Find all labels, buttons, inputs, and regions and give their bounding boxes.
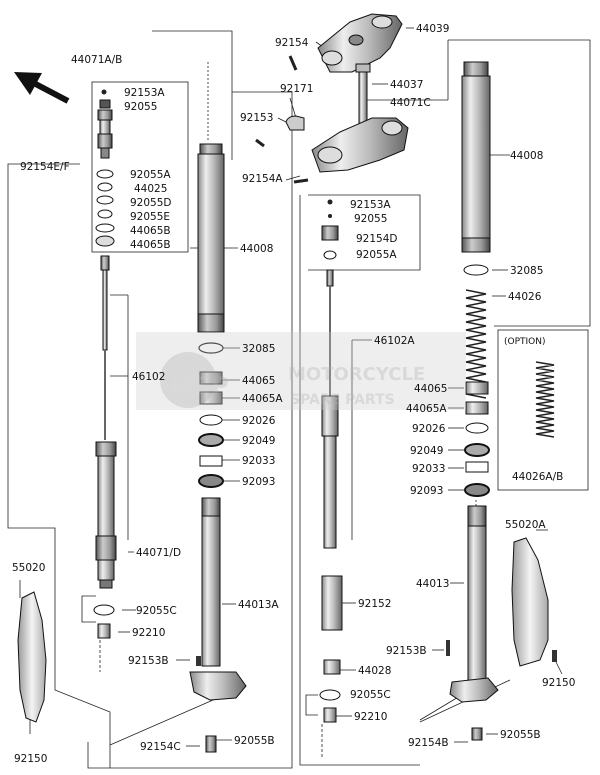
label-44065B-2: 44065B	[130, 239, 171, 251]
label-92055B-left: 92055B	[234, 735, 275, 747]
label-92093-left: 92093	[242, 476, 275, 488]
label-32085-left: 32085	[242, 343, 275, 355]
label-92049-left: 92049	[242, 435, 275, 447]
damper-rod-46102	[100, 255, 110, 440]
part-labels: 44071A/B 92153A 92055 92154E/F 92055A 44…	[12, 23, 575, 765]
watermark-line1: MOTORCYCLE	[288, 364, 425, 385]
label-44008-left: 44008	[240, 243, 273, 255]
label-92033-left: 92033	[242, 455, 275, 467]
frame-lines	[7, 27, 591, 769]
label-92210-right: 92210	[354, 711, 387, 723]
label-92153B-left: 92153B	[128, 655, 169, 667]
label-44071C: 44071C	[390, 97, 431, 109]
fork-guard-left	[17, 591, 47, 723]
label-46102: 46102	[132, 371, 165, 383]
label-32085-right: 32085	[510, 265, 543, 277]
left-axle-parts	[196, 656, 217, 753]
label-92026-right: 92026	[412, 423, 446, 435]
label-92055C-right: 92055C	[350, 689, 391, 701]
label-92093-right: 92093	[410, 485, 443, 497]
label-92150-left: 92150	[14, 753, 47, 765]
label-92171: 92171	[280, 83, 313, 95]
label-92055B-right: 92055B	[500, 729, 541, 741]
outer-tube-right	[461, 61, 491, 276]
label-92049-right: 92049	[410, 445, 443, 457]
cable-clamp	[285, 115, 305, 131]
label-92150-right: 92150	[542, 677, 575, 689]
fork-spring-44026	[465, 289, 487, 399]
label-92055C-left: 92055C	[136, 605, 177, 617]
left-bottom-seal-stack	[93, 604, 115, 639]
label-92153B-right: 92153B	[386, 645, 427, 657]
label-92154B: 92154B	[408, 737, 449, 749]
bolt-92153-top	[255, 138, 265, 148]
label-44026: 44026	[508, 291, 542, 303]
inner-tube-left	[189, 497, 247, 701]
label-92033-right: 92033	[412, 463, 445, 475]
label-92154D: 92154D	[356, 233, 398, 245]
front-direction-arrow-icon	[14, 72, 70, 104]
label-92055A-left: 92055A	[130, 169, 171, 181]
label-44071AB: 44071A/B	[71, 54, 122, 66]
label-44013A: 44013A	[238, 599, 279, 611]
label-92152: 92152	[358, 598, 391, 610]
label-92055D: 92055D	[130, 197, 172, 209]
label-92055A-right: 92055A	[356, 249, 397, 261]
damper-rod-46102A	[321, 269, 339, 549]
bolt-92154-top	[288, 55, 298, 71]
lower-triple-clamp	[311, 117, 409, 173]
right-cap-stack	[321, 199, 339, 260]
label-92055E: 92055E	[130, 211, 170, 223]
label-option: (OPTION)	[504, 337, 546, 347]
label-92154C: 92154C	[140, 741, 181, 753]
label-44008-right: 44008	[510, 150, 543, 162]
label-44065B-1: 44065B	[130, 225, 171, 237]
label-44071D: 44071/D	[136, 547, 181, 559]
label-44039: 44039	[416, 23, 449, 35]
option-spring-44026AB	[535, 361, 555, 438]
label-44037: 44037	[390, 79, 423, 91]
label-92055-right: 92055	[354, 213, 387, 225]
left-cap-stack	[95, 89, 115, 247]
label-44025: 44025	[134, 183, 167, 195]
label-92055-left: 92055	[124, 101, 157, 113]
right-lower-parts	[319, 575, 343, 723]
label-92026-left: 92026	[242, 415, 276, 427]
label-55020A: 55020A	[505, 519, 546, 531]
upper-triple-clamp	[317, 13, 403, 73]
label-44065A-right: 44065A	[406, 403, 447, 415]
label-46102A: 46102A	[374, 335, 415, 347]
label-92153-top: 92153	[240, 112, 273, 124]
fork-guard-right	[511, 537, 549, 667]
left-seals-stack	[198, 342, 224, 488]
label-92153A-left: 92153A	[124, 87, 165, 99]
label-92153A-right: 92153A	[350, 199, 391, 211]
label-44065-left: 44065	[242, 375, 275, 387]
label-44013: 44013	[416, 578, 449, 590]
bolt-92154A	[293, 178, 309, 184]
watermark: MSP MOTORCYCLE SPARE PARTS	[136, 332, 466, 410]
label-92154-top: 92154	[275, 37, 309, 49]
inner-tube-right	[449, 505, 499, 703]
label-44028: 44028	[358, 665, 391, 677]
label-44065A-left: 44065A	[242, 393, 283, 405]
label-92154EF: 92154E/F	[20, 161, 70, 173]
label-55020: 55020	[12, 562, 45, 574]
label-92154A: 92154A	[242, 173, 283, 185]
label-44065-right: 44065	[414, 383, 447, 395]
right-seals-stack	[464, 381, 490, 497]
watermark-line2: SPARE PARTS	[290, 392, 395, 408]
label-92210-left: 92210	[132, 627, 165, 639]
outer-tube-left	[197, 143, 225, 333]
cartridge-44071D	[95, 441, 117, 589]
watermark-badge: MSP	[170, 372, 229, 400]
right-axle-parts	[446, 640, 557, 741]
label-44026AB: 44026A/B	[512, 471, 563, 483]
